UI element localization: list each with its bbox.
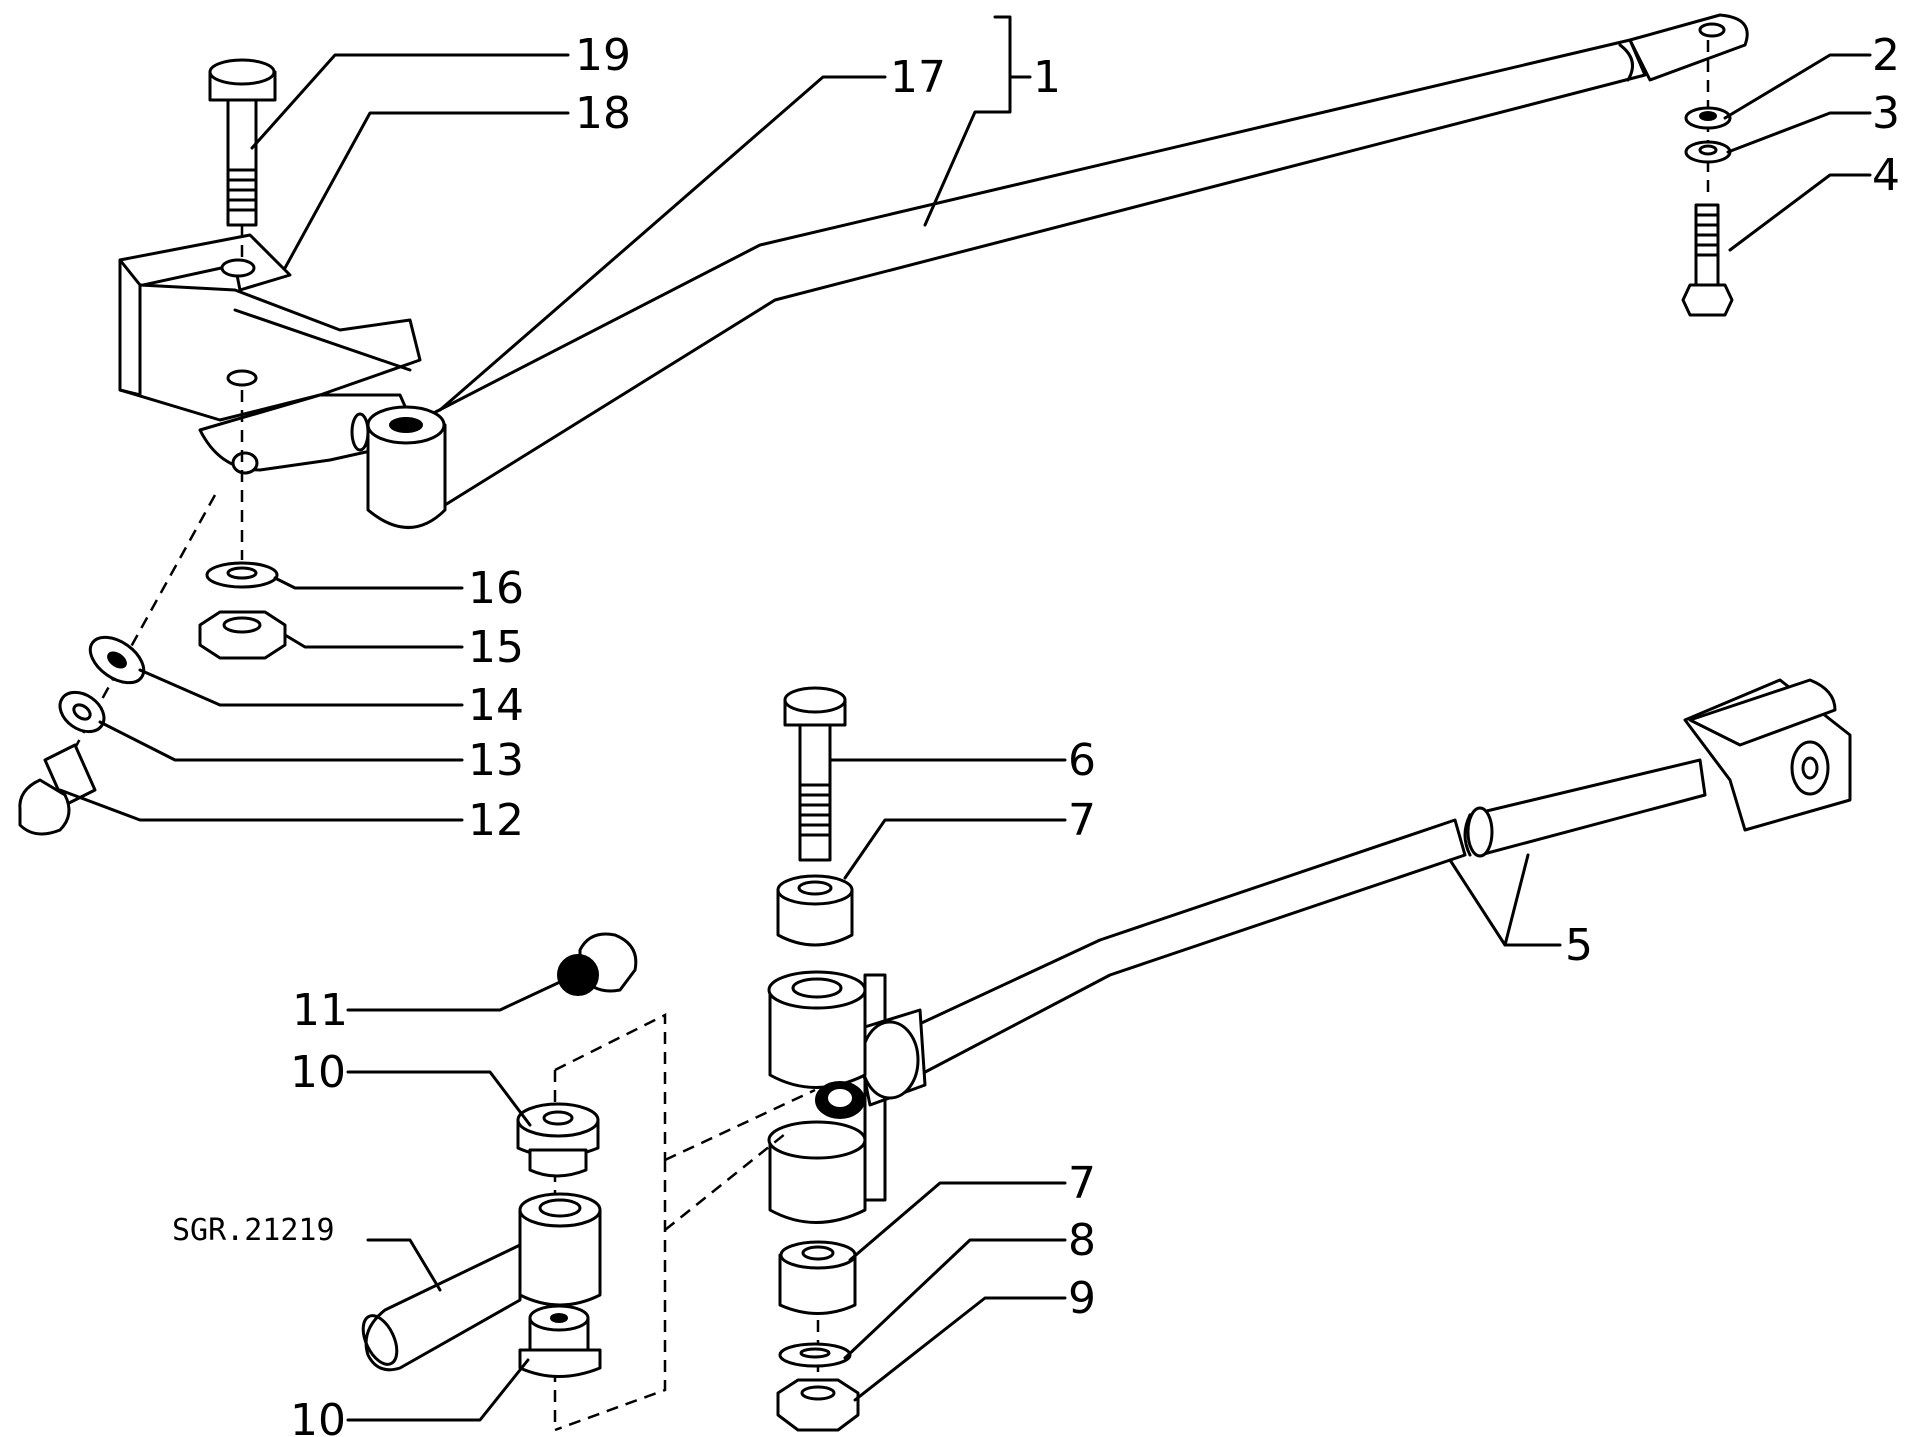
leader-lines bbox=[58, 15, 1872, 1422]
callout-18: 18 bbox=[575, 88, 631, 139]
callout-19: 19 bbox=[575, 30, 631, 81]
callout-14: 14 bbox=[468, 680, 524, 731]
callout-12: 12 bbox=[468, 795, 524, 846]
washer-8 bbox=[778, 1342, 852, 1368]
washer-16 bbox=[205, 561, 279, 589]
callout-8: 8 bbox=[1068, 1215, 1096, 1266]
callout-17: 17 bbox=[890, 52, 946, 103]
callout-10-lower: 10 bbox=[290, 1395, 346, 1437]
nut-15 bbox=[198, 610, 287, 660]
sleeve-upper bbox=[767, 970, 867, 1089]
sleeve-lower bbox=[767, 1120, 867, 1224]
bush-7-upper bbox=[776, 874, 854, 947]
nut-9 bbox=[776, 1378, 860, 1432]
callout-4: 4 bbox=[1872, 150, 1900, 201]
bolt-6 bbox=[783, 686, 847, 862]
reference-code: SGR.21219 bbox=[172, 1213, 335, 1248]
callout-7-upper: 7 bbox=[1068, 795, 1096, 846]
reference-sleeve-part bbox=[361, 1192, 602, 1372]
callout-16: 16 bbox=[468, 563, 524, 614]
callout-3: 3 bbox=[1872, 88, 1900, 139]
plug-11 bbox=[557, 932, 638, 996]
mounting-bracket bbox=[118, 233, 422, 475]
callout-11: 11 bbox=[292, 985, 348, 1036]
bush-7-lower bbox=[778, 1240, 857, 1315]
washer-3 bbox=[1684, 140, 1732, 164]
flanged-bush-10-lower bbox=[518, 1304, 602, 1378]
rubber-bushing bbox=[350, 405, 447, 529]
callout-10-upper: 10 bbox=[290, 1047, 346, 1098]
washer-14 bbox=[88, 635, 146, 685]
lower-link-rod bbox=[883, 678, 1852, 1082]
lower-sleeve-housing bbox=[853, 973, 927, 1202]
nut-2 bbox=[1684, 106, 1732, 130]
callout-labels: 1 2 3 4 5 6 7 7 8 9 10 10 11 12 13 14 15… bbox=[172, 30, 1900, 1437]
bolt-19 bbox=[208, 58, 277, 227]
screw-12 bbox=[18, 743, 97, 836]
ball-joint bbox=[815, 1081, 865, 1119]
callout-9: 9 bbox=[1068, 1273, 1096, 1324]
callout-1: 1 bbox=[1033, 52, 1061, 103]
washer-13 bbox=[58, 690, 106, 734]
flanged-bush-10-upper bbox=[516, 1102, 600, 1178]
callout-13: 13 bbox=[468, 735, 524, 786]
callout-5: 5 bbox=[1565, 920, 1593, 971]
callout-6: 6 bbox=[1068, 735, 1096, 786]
callout-15: 15 bbox=[468, 622, 524, 673]
callout-2: 2 bbox=[1872, 30, 1900, 81]
screw-4 bbox=[1681, 203, 1734, 317]
callout-7-lower: 7 bbox=[1068, 1158, 1096, 1209]
